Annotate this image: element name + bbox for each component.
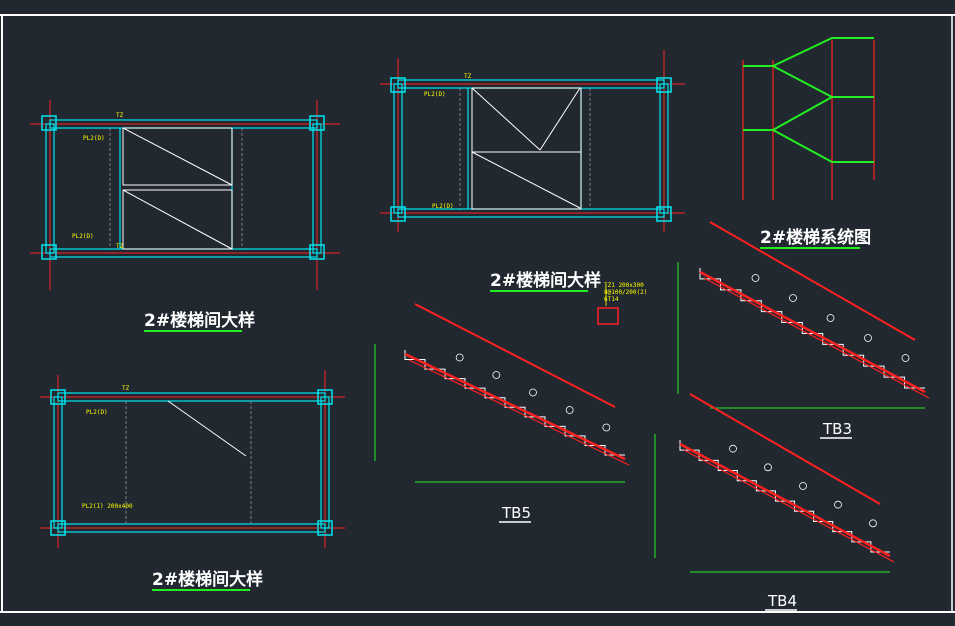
- slab-rebar-line: [408, 359, 630, 466]
- plan-title: 2#楼梯间大样: [490, 270, 601, 291]
- slab-rebar-line: [699, 270, 926, 394]
- stair-system-diagram: 2#楼梯系统图: [742, 37, 875, 249]
- stair-plan-top-center: TZ PL2(D) PL2(D) 2#楼梯间大样: [380, 50, 685, 292]
- rebar-callout-circle: [602, 423, 611, 432]
- handrail-line: [689, 393, 881, 505]
- stair-step-outline: [679, 440, 890, 553]
- tz-label: TZ: [122, 385, 130, 392]
- beam-label: PL2(D): [424, 91, 446, 98]
- rebar-callout-circle: [901, 354, 910, 362]
- slab-rebar-line: [679, 442, 891, 558]
- tz-label: TZ: [116, 243, 124, 250]
- slab-rebar-line: [683, 449, 895, 563]
- beam-label: PL2(D): [432, 203, 454, 210]
- column-note: 8@100/200(2): [604, 289, 647, 296]
- rebar-callout-circle: [455, 353, 464, 362]
- beam-label: PL2(D): [83, 135, 105, 142]
- rebar-callout-circle: [565, 406, 574, 414]
- system-title: 2#楼梯系统图: [760, 227, 871, 248]
- stair-step-outline: [404, 350, 625, 456]
- rebar-callout-circle: [834, 500, 842, 509]
- rebar-callout-circle: [789, 294, 797, 302]
- tz-label: TZ: [464, 73, 472, 80]
- stair-step-outline: [699, 268, 925, 389]
- section-tag-tb4: TB4: [767, 592, 797, 610]
- slab-rebar-line: [404, 352, 626, 461]
- handrail-line: [414, 303, 616, 408]
- column-detail: TZ1 200x300 8@100/200(2) 6T14: [597, 282, 647, 325]
- plan-title: 2#楼梯间大样: [152, 569, 263, 590]
- rebar-callout-circle: [764, 463, 772, 472]
- plan-title: 2#楼梯间大样: [144, 310, 255, 331]
- rebar-callout-circle: [869, 519, 877, 528]
- drawing-frame: [0, 14, 955, 613]
- rebar-callout-circle: [864, 334, 872, 342]
- beam-label: PL2(I) 200x400: [82, 503, 133, 510]
- rebar-callout-circle: [529, 388, 537, 397]
- rebar-callout-circle: [826, 314, 835, 322]
- section-tag-tb3: TB3: [822, 420, 852, 438]
- rebar-callout-circle: [799, 482, 807, 490]
- slab-rebar-line: [703, 277, 930, 399]
- column-note: 6T14: [604, 296, 619, 303]
- stair-plan-top-left: TZ TZ PL2(D) PL2(D) 2#楼梯间大样: [30, 100, 340, 332]
- rebar-callout-circle: [492, 371, 501, 379]
- beam-label: PL2(D): [72, 233, 94, 240]
- stair-plan-bottom-left: TZ PL2(D) PL2(I) 200x400 2#楼梯间大样: [40, 370, 345, 591]
- rebar-callout-circle: [751, 274, 760, 282]
- handrail-line: [709, 221, 916, 341]
- stair-flight-sections: [374, 221, 930, 573]
- rebar-callout-circle: [729, 444, 737, 453]
- beam-label: PL2(D): [86, 409, 108, 416]
- tz-label: TZ: [116, 112, 124, 119]
- column-note: TZ1 200x300: [604, 282, 644, 289]
- section-tag-tb5: TB5: [501, 504, 531, 522]
